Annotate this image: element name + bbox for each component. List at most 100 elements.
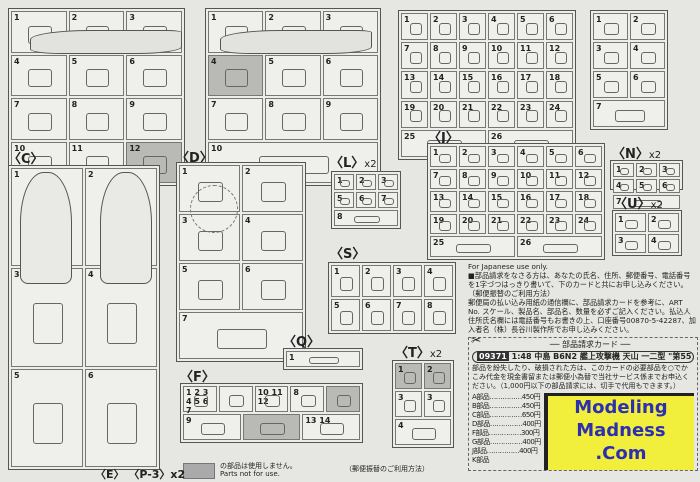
part-g-19: 19: [401, 100, 428, 128]
part-shape-icon: [525, 198, 538, 209]
watermark-logo: Modeling Madness .Com: [543, 393, 694, 470]
part-u-2: 2: [648, 213, 679, 232]
part-number: 6: [245, 265, 251, 274]
part-number: 15: [462, 73, 474, 83]
part-number: 24: [549, 102, 561, 112]
part-shape-icon: [467, 110, 480, 123]
part-number: 16: [491, 73, 503, 83]
legend-en: Parts not for use.: [220, 470, 280, 478]
part-number: 4: [245, 216, 251, 225]
part-number: 6: [365, 301, 371, 310]
part-number: 2: [365, 267, 371, 276]
part-shape-icon: [224, 69, 249, 88]
part-d-6: 6: [242, 263, 303, 310]
part-number: 4: [88, 270, 94, 280]
part-shape-icon: [336, 395, 352, 407]
part-number: 7: [433, 170, 439, 180]
part-number: 1: [334, 267, 340, 276]
part-shape-icon: [197, 279, 224, 300]
part-t-2: 2: [424, 363, 451, 389]
part-shape-icon: [642, 168, 653, 175]
part-shape-icon: [433, 276, 446, 291]
part-number: 3: [325, 13, 332, 22]
part-number: 1: [404, 15, 410, 24]
part-number: 7: [404, 44, 410, 54]
part-shape-icon: [340, 310, 353, 325]
part-number: 5: [334, 301, 340, 310]
part-number: 10: [211, 143, 223, 153]
part-shape-icon: [554, 153, 567, 163]
part-number: 4: [427, 267, 433, 276]
part-c-3: 3: [11, 268, 83, 367]
part-shape-icon: [633, 200, 662, 207]
part-j-12: 12: [575, 168, 602, 190]
part-shape-icon: [339, 69, 363, 88]
section-label-l: 〈L〉x2: [330, 156, 377, 171]
part-number: 3: [129, 13, 135, 22]
part-number: 13 14: [305, 416, 331, 425]
part-d-4: 4: [242, 214, 303, 261]
card-text: 部品を紛失したり、破損された方は、このカードの必要部品を○でかこみ代金を現金書留…: [472, 364, 689, 390]
part-shape-icon: [438, 176, 451, 186]
part-number: 5: [639, 181, 645, 190]
part-g-3: 3: [459, 13, 486, 41]
part-g-10: 10: [488, 42, 515, 70]
part-number: 6: [129, 56, 135, 66]
part-l-1: 1: [334, 174, 354, 190]
part-c-4: 4: [85, 268, 157, 367]
card-item: K部品: [472, 456, 490, 464]
part-shape-icon: [554, 52, 567, 65]
section-multiplier: x2: [650, 200, 663, 211]
kit-name: 1:48 中島 B6N2 艦上攻撃機 天山 一二型 "第551航空隊": [511, 352, 693, 361]
part-number: 6: [662, 181, 668, 190]
part-number: 4: [14, 56, 20, 66]
part-j-8: 8: [459, 168, 486, 190]
card-title: ── 部品請求カード ──: [549, 340, 631, 349]
part-g-1: 1: [401, 13, 428, 41]
part-s-4: 4: [424, 265, 453, 297]
part-shape-icon: [525, 153, 538, 163]
part-j-19: 19: [430, 213, 457, 235]
part-number: 18: [578, 193, 590, 203]
part-number: 16: [520, 193, 532, 203]
part-number: 2: [268, 13, 274, 22]
part-f-blank: [326, 386, 360, 412]
part-shape-icon: [619, 168, 630, 175]
card-item: A部品……………450円: [472, 393, 541, 401]
part-shape-icon: [216, 328, 268, 349]
part-number: 5: [71, 56, 78, 66]
part-shape-icon: [438, 52, 451, 65]
part-number: 4: [633, 44, 639, 53]
part-b-7: 7: [208, 98, 264, 140]
part-j-1: 1: [430, 146, 457, 167]
part-shape-icon: [33, 403, 63, 444]
part-a-9: 9: [126, 98, 183, 140]
part-shape-icon: [433, 310, 446, 325]
part-f-blank: [218, 386, 253, 412]
part-s-6: 6: [362, 299, 391, 331]
wing-c-right: [100, 172, 152, 284]
part-j-17: 17: [546, 191, 573, 212]
part-number: 9: [462, 44, 468, 54]
part-j-21: 21: [488, 213, 515, 235]
part-shape-icon: [583, 198, 596, 209]
part-f-1-2-3-4-5-6-7: 1 2 3 4 5 6 7: [183, 386, 217, 415]
part-t-3: 3: [395, 391, 422, 417]
parts-order-card: ✂ ── 部品請求カード ── 09371 1:48 中島 B6N2 艦上攻撃機…: [468, 334, 698, 471]
part-shape-icon: [438, 198, 451, 209]
part-number: 1: [616, 165, 622, 174]
part-g-7: 7: [401, 42, 428, 70]
part-shape-icon: [371, 310, 384, 325]
part-shape-icon: [496, 52, 509, 65]
part-number: 4: [211, 56, 217, 66]
not-used-swatch: [183, 463, 215, 479]
part-number: 5: [549, 148, 555, 157]
part-number: 5: [337, 194, 343, 203]
part-shape-icon: [353, 215, 381, 224]
